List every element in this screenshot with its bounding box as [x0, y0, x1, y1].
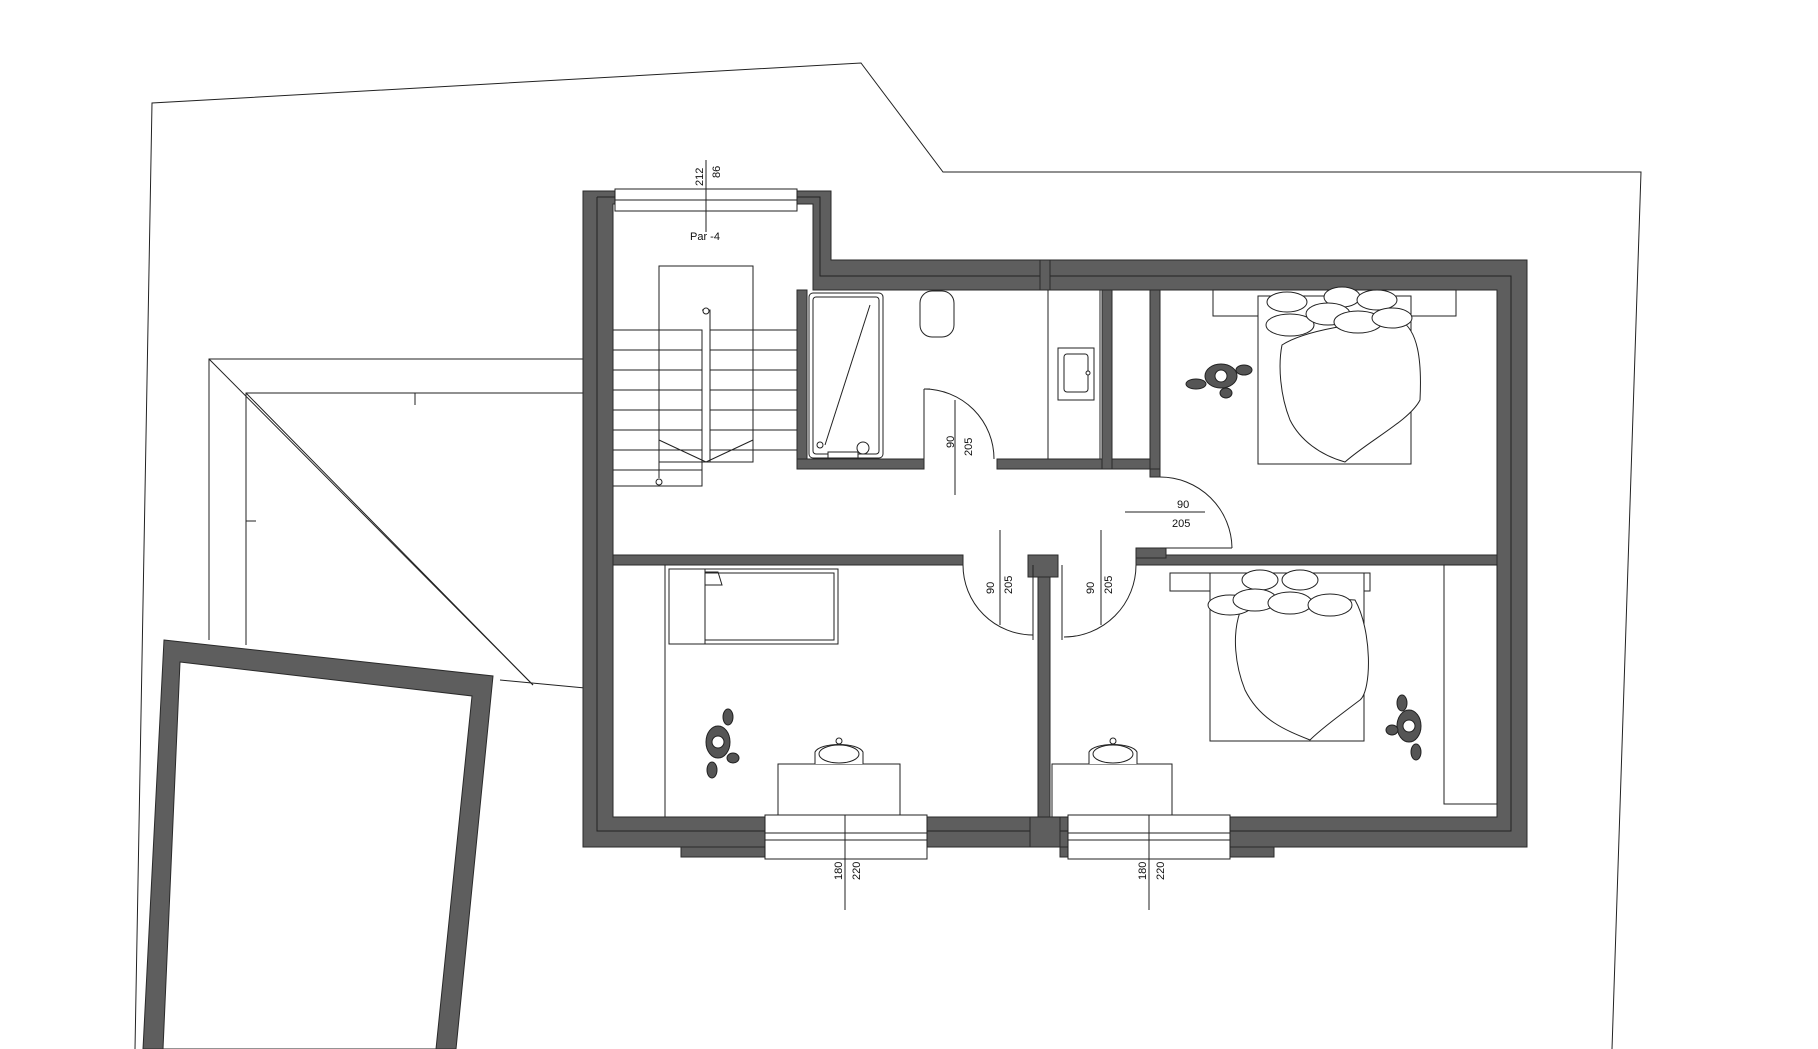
bedroom-se-door-height: 205: [1103, 576, 1115, 594]
window-south-right: 180 220: [1059, 814, 1275, 910]
bedroom-ne: [1185, 286, 1457, 465]
bathroom: [808, 290, 1101, 459]
bathroom-door-height: 205: [963, 438, 975, 456]
bathtub: [808, 292, 884, 459]
interior-walls: [612, 259, 1498, 848]
exterior-walls: [582, 190, 1528, 848]
exterior-wall-inner-line: [596, 196, 1512, 832]
bedroom-ne-door-height: 205: [1172, 518, 1190, 530]
bedroom-se-door: 90 205: [1061, 530, 1137, 640]
window-south-left-sill-height: 180: [833, 862, 845, 880]
bedroom-se-door-width: 90: [1085, 582, 1097, 594]
roof-outline: [208, 358, 586, 689]
window-south-left-width: 220: [851, 862, 863, 880]
bedroom-sw-door: 90 205: [962, 530, 1034, 640]
bedroom-sw-door-height: 205: [1003, 576, 1015, 594]
stair-window-sill-height: 212: [694, 168, 706, 186]
bedroom-sw: [664, 565, 901, 818]
window-south-left: 180 220: [680, 814, 928, 910]
desk: [777, 763, 901, 818]
chair: [814, 744, 864, 764]
site-boundary: [134, 62, 1642, 1049]
bedroom-ne-door-width: 90: [1177, 499, 1189, 511]
stair-window: 212 86: [614, 160, 798, 232]
staircase: [613, 265, 800, 487]
toilet: [919, 290, 955, 338]
window-south-right-width: 220: [1155, 862, 1167, 880]
stair-label: Par -4: [690, 231, 720, 243]
stair-window-width: 86: [711, 166, 723, 178]
bedroom-se-desk: [1051, 737, 1173, 818]
bedroom-sw-door-width: 90: [985, 582, 997, 594]
chair: [1088, 744, 1138, 764]
adjacent-building-wall: [142, 639, 494, 1049]
wardrobe: [1443, 564, 1498, 805]
desk: [1051, 763, 1173, 818]
window-south-right-sill-height: 180: [1137, 862, 1149, 880]
bathroom-door: 90 205: [923, 388, 995, 495]
bedroom-se: [1169, 564, 1498, 805]
bathroom-door-width: 90: [945, 436, 957, 448]
bedroom-ne-door: 90 205: [1125, 476, 1233, 549]
